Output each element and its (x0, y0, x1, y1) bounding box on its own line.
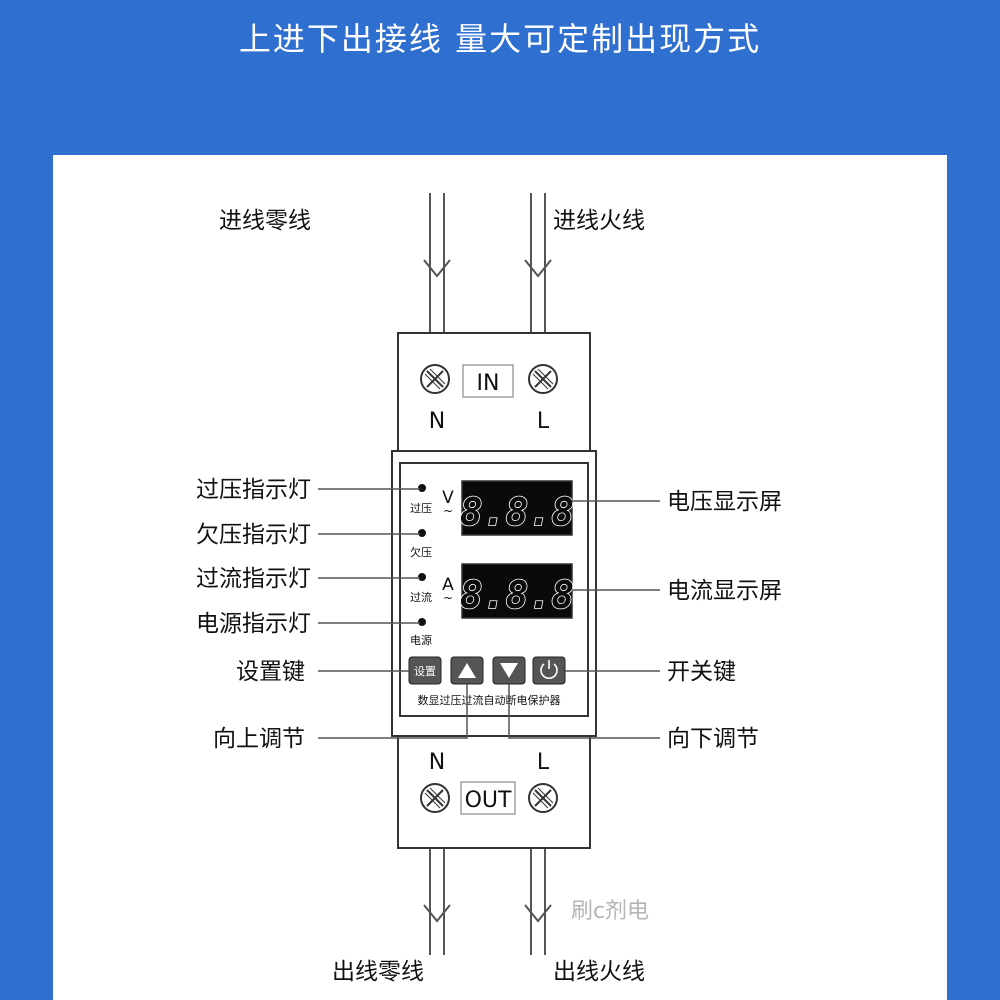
amp-unit: A (442, 575, 454, 595)
label-current-screen: 电流显示屏 (667, 578, 782, 604)
indicator-overcurrent-text: 过流 (410, 590, 432, 604)
terminal-n-top: N (429, 409, 445, 434)
label-up-adjust: 向上调节 (213, 726, 305, 752)
led-overcurrent (418, 573, 426, 581)
wire-in-live (524, 193, 552, 332)
label-undervoltage-lamp: 欠压指示灯 (196, 522, 311, 548)
current-display-digits: 8.8.8 (460, 573, 574, 617)
screw-icon (528, 364, 558, 394)
power-icon (540, 660, 558, 679)
triangle-down-icon (500, 663, 518, 678)
led-overvoltage (418, 484, 426, 492)
terminal-l-bottom: L (537, 750, 550, 775)
power-button[interactable] (532, 656, 566, 685)
label-out-neutral: 出线零线 (332, 959, 424, 985)
ac-wave-icon: ~ (443, 504, 453, 518)
screw-icon (420, 783, 450, 813)
indicator-overvoltage-text: 过压 (410, 502, 432, 515)
current-display (461, 563, 573, 619)
label-set-key: 设置键 (236, 659, 305, 685)
indicator-undervoltage-text: 欠压 (410, 545, 432, 559)
set-button-label: 设置 (414, 665, 436, 678)
watermark: 刷c剂电 (571, 899, 649, 924)
label-down-adjust: 向下调节 (667, 726, 759, 752)
down-button[interactable] (492, 656, 526, 685)
label-overvoltage-lamp: 过压指示灯 (196, 477, 311, 503)
label-in-neutral: 进线零线 (219, 208, 311, 234)
label-overcurrent-lamp: 过流指示灯 (196, 566, 311, 592)
label-in-live: 进线火线 (553, 208, 645, 234)
front-caption: 数显过压过流自动断电保护器 (418, 693, 561, 707)
banner-title: 上进下出接线 量大可定制出现方式 (238, 20, 762, 58)
in-label: IN (477, 371, 500, 396)
wire-out-live (524, 848, 552, 955)
label-power-key: 开关键 (667, 659, 736, 685)
label-out-live: 出线火线 (553, 959, 645, 985)
indicator-power-text: 电源 (410, 633, 432, 647)
screw-icon (420, 364, 450, 394)
terminal-l-top: L (537, 409, 550, 434)
out-label: OUT (465, 788, 512, 813)
up-button[interactable] (450, 656, 484, 685)
triangle-up-icon (458, 663, 476, 678)
label-power-lamp: 电源指示灯 (196, 611, 311, 637)
label-voltage-screen: 电压显示屏 (667, 489, 782, 515)
voltage-display-digits: 8.8.8 (460, 490, 574, 534)
ac-wave-icon: ~ (443, 591, 453, 605)
set-button[interactable]: 设置 (408, 656, 442, 685)
callout-lines (318, 488, 660, 739)
led-undervoltage (418, 529, 426, 537)
voltage-display (461, 480, 573, 536)
led-power (418, 618, 426, 626)
screw-icon (528, 783, 558, 813)
wire-out-neutral (423, 848, 451, 955)
wire-in-neutral (423, 193, 451, 332)
volt-unit: V (442, 488, 454, 508)
terminal-n-bottom: N (429, 750, 445, 775)
